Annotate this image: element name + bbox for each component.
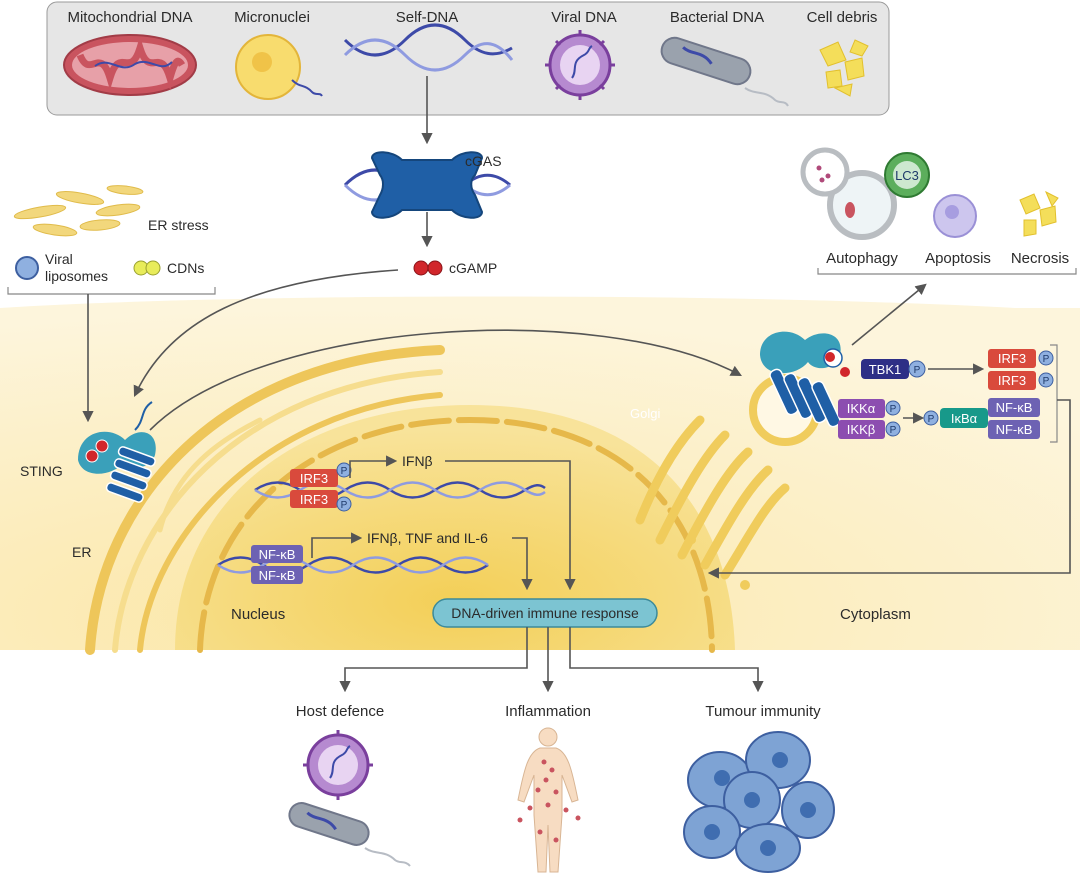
source-bacterial-dna-label: Bacterial DNA: [670, 9, 764, 26]
lc3-label: LC3: [895, 168, 919, 183]
viral-liposome-icon: [15, 256, 39, 280]
sting-golgi-icon: [760, 331, 850, 428]
nfkb-cyto-1-label: NF-κB: [996, 400, 1033, 415]
source-self-dna-label: Self-DNA: [396, 9, 459, 26]
host-defence-label: Host defence: [296, 703, 384, 720]
apoptosis-icon: [933, 194, 977, 238]
inflammation-label: Inflammation: [505, 703, 591, 720]
nucleus-label: Nucleus: [231, 606, 285, 623]
nfkb-cyto-2-label: NF-κB: [996, 422, 1033, 437]
apoptosis-label: Apoptosis: [925, 250, 991, 267]
ifnb-tnf-il6-label: IFNβ, TNF and IL-6: [367, 530, 488, 546]
ifnb-label: IFNβ: [402, 453, 433, 469]
arrow-signaling-to-nucleus: [707, 399, 1071, 579]
tbk1-box: [861, 359, 909, 379]
irf3-nuc-p1: P: [341, 466, 348, 477]
cgas-enzyme-icon: [343, 151, 511, 219]
golgi-label: Golgi: [630, 406, 660, 421]
tumour-immunity-label: Tumour immunity: [705, 703, 821, 720]
cdns-label: CDNs: [167, 260, 204, 276]
ikkb-box: [838, 420, 885, 439]
irf3-dimer-nuclear: [290, 462, 352, 512]
viral-liposomes-label-line1: Viral: [45, 251, 73, 267]
cell-debris-icon: [819, 39, 869, 97]
tbk1-p: P: [914, 365, 921, 376]
irf3-nuc-2-label: IRF3: [300, 492, 328, 507]
cell-fates-bracket: [817, 268, 1077, 275]
cgamp-label: cGAMP: [449, 260, 497, 276]
ikba-box: [940, 408, 988, 428]
signaling-bracket: [1050, 344, 1058, 443]
irf3-cyto-2-label: IRF3: [998, 373, 1026, 388]
nfkb-nuc-2-label: NF-κB: [259, 568, 296, 583]
left-inputs-bracket: [7, 287, 216, 295]
nfkb-dimer-nuclear: [251, 545, 303, 584]
cdns-icon: [133, 260, 161, 276]
arrow-irf3-transcription: [349, 455, 398, 478]
sting-protein-icon: [78, 401, 156, 503]
irf3-cyto-p1: P: [1043, 354, 1050, 365]
nfkb-cyto-1: [988, 398, 1040, 417]
source-micronuclei-label: Micronuclei: [234, 9, 310, 26]
source-cell-debris-label: Cell debris: [807, 9, 878, 26]
tumour-cell-cluster-icon: [683, 731, 835, 873]
virus-icon: [545, 30, 615, 100]
golgi: [635, 415, 790, 590]
arrow-ifnb-to-response: [445, 460, 576, 591]
immune-response-box: [432, 598, 658, 628]
ikkb-label: IKKβ: [847, 422, 875, 437]
arrow-sting-to-cell-fates: [851, 283, 927, 346]
irf3-cyto-1-label: IRF3: [998, 351, 1026, 366]
er-stress-icon: [13, 185, 144, 237]
ikba-label: IκBα: [951, 411, 978, 426]
irf3-nuc-p2: P: [341, 500, 348, 511]
tbk1-phospho: [908, 360, 926, 378]
ikka-box: [838, 399, 885, 418]
cgas-label: cGAS: [465, 153, 502, 169]
bacterium-icon: [660, 36, 789, 107]
necrosis-label: Necrosis: [1011, 250, 1069, 267]
immune-response-label: DNA-driven immune response: [451, 605, 639, 621]
irf3-nuc-1-label: IRF3: [300, 471, 328, 486]
host-defence-virus-icon: [303, 730, 373, 800]
mitochondrion-icon: [63, 34, 197, 96]
nfkb-nuc-1-label: NF-κB: [259, 547, 296, 562]
ikba-p: P: [928, 414, 935, 425]
autophagy-label: Autophagy: [826, 250, 898, 267]
arrow-sting-trafficking: [149, 329, 742, 431]
autophagy-icon: [800, 147, 930, 240]
nucleus: [175, 405, 735, 653]
er-membranes: [85, 345, 445, 655]
cytoplasm-label: Cytoplasm: [840, 606, 911, 623]
host-defence-bacterium-icon: [288, 802, 411, 867]
er-label: ER: [72, 544, 91, 560]
source-mito-label: Mitochondrial DNA: [67, 9, 192, 26]
inflamed-human-body-icon: [517, 727, 581, 873]
nfkb-dna-strand: [217, 556, 489, 574]
irf3-cyto-2: [988, 371, 1036, 390]
ikkb-p: P: [890, 425, 897, 436]
sting-label: STING: [20, 463, 63, 479]
arrow-to-tumour-immunity: [569, 627, 764, 693]
arrow-nfkb-transcription: [311, 532, 363, 558]
arrow-cytokines-to-response: [512, 537, 533, 591]
irf3-cyto-p2: P: [1043, 376, 1050, 387]
cgamp-molecule-icon: [413, 260, 443, 276]
viral-liposomes-label-line2: liposomes: [45, 268, 108, 284]
nfkb-cyto-2: [988, 420, 1040, 439]
ikka-label: IKKα: [847, 401, 876, 416]
source-viral-dna-label: Viral DNA: [551, 9, 617, 26]
irf3-cyto-1: [988, 349, 1036, 368]
micronuclei-icon: [235, 34, 323, 100]
arrow-to-host-defence: [339, 627, 528, 693]
dna-sources-panel: Mitochondrial DNA Micronuclei Self-DNA V…: [46, 1, 890, 116]
necrosis-icon: [1019, 190, 1059, 237]
arrow-cgamp-to-sting: [133, 269, 399, 398]
ikka-p: P: [890, 404, 897, 415]
tbk1-label: TBK1: [869, 362, 902, 377]
self-dna-helix-icon: [343, 23, 514, 72]
er-stress-label: ER stress: [148, 217, 209, 233]
